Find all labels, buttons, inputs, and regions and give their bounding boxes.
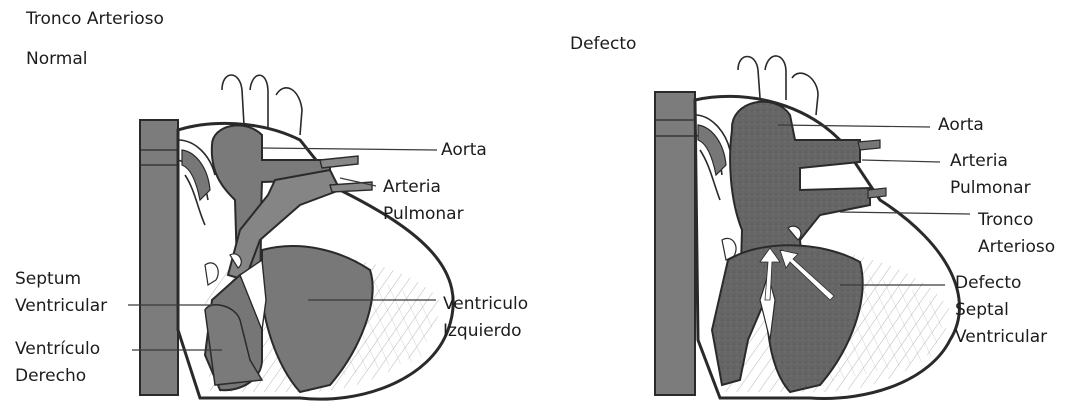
label-ventriculo-derecho: Ventrículo Derecho	[15, 336, 100, 390]
defect-heart	[655, 56, 959, 399]
label-defecto-line3: Ventricular	[955, 324, 1047, 351]
label-arteria-defect-line1: Arteria	[950, 148, 1031, 175]
label-septum-ventricular: Septum Ventricular	[15, 266, 107, 320]
label-vi-line1: Ventriculo	[443, 291, 528, 318]
label-aorta-defect: Aorta	[938, 112, 984, 139]
defect-heading: Defecto	[570, 31, 636, 58]
label-arteria-pulmonar-defect: Arteria Pulmonar	[950, 148, 1031, 202]
label-aorta-normal: Aorta	[441, 137, 487, 164]
label-vi-line2: Izquierdo	[443, 318, 528, 345]
label-ventriculo-izquierdo: Ventriculo Izquierdo	[443, 291, 528, 345]
label-tronco-line2: Arterioso	[978, 234, 1055, 261]
label-arteria-defect-line2: Pulmonar	[950, 175, 1031, 202]
label-vd-line2: Derecho	[15, 363, 100, 390]
label-septum-line1: Septum	[15, 266, 107, 293]
label-tronco-arterioso: Tronco Arterioso	[978, 207, 1055, 261]
label-septum-line2: Ventricular	[15, 293, 107, 320]
leader-arteria-defect	[862, 160, 940, 162]
label-vd-line1: Ventrículo	[15, 336, 100, 363]
label-defecto-septal-ventricular: Defecto Septal Ventricular	[955, 270, 1047, 351]
label-arteria-pulmonar-normal: Arteria Pulmonar	[383, 174, 464, 228]
diagram-title: Tronco Arterioso	[26, 6, 164, 33]
label-defecto-line1: Defecto	[955, 270, 1047, 297]
label-arteria-line1: Arteria	[383, 174, 464, 201]
normal-heading: Normal	[26, 46, 88, 73]
label-tronco-line1: Tronco	[978, 207, 1055, 234]
label-arteria-line2: Pulmonar	[383, 201, 464, 228]
label-defecto-line2: Septal	[955, 297, 1047, 324]
